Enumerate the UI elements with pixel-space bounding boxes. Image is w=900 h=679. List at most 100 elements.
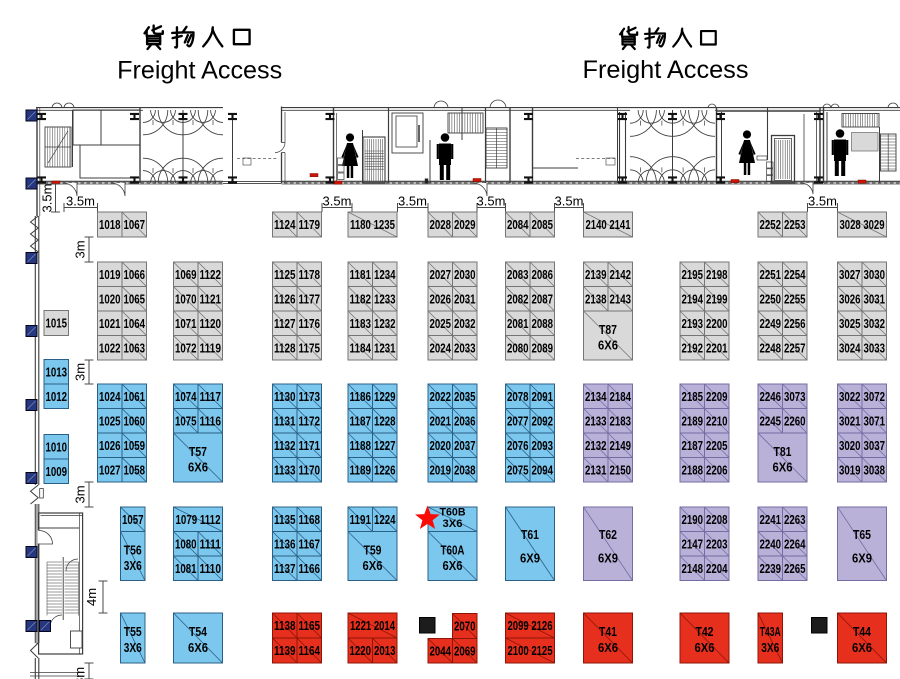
svg-text:3030: 3030 bbox=[864, 267, 886, 282]
svg-text:2187: 2187 bbox=[682, 438, 704, 453]
svg-text:2081: 2081 bbox=[507, 316, 529, 331]
svg-text:1234: 1234 bbox=[374, 267, 396, 282]
svg-text:T87: T87 bbox=[599, 323, 617, 337]
svg-text:1173: 1173 bbox=[299, 389, 321, 404]
svg-text:3072: 3072 bbox=[864, 389, 886, 404]
svg-text:1058: 1058 bbox=[124, 462, 146, 477]
svg-text:2139: 2139 bbox=[585, 267, 607, 282]
svg-text:3032: 3032 bbox=[864, 316, 886, 331]
svg-text:2089: 2089 bbox=[532, 340, 554, 355]
svg-text:2150: 2150 bbox=[610, 462, 632, 477]
svg-text:1060: 1060 bbox=[124, 413, 146, 428]
svg-text:1167: 1167 bbox=[299, 536, 321, 551]
svg-text:1137: 1137 bbox=[274, 561, 296, 576]
svg-text:2264: 2264 bbox=[784, 536, 806, 551]
svg-text:1117: 1117 bbox=[200, 389, 222, 404]
svg-text:1224: 1224 bbox=[374, 512, 396, 527]
svg-text:2246: 2246 bbox=[760, 389, 782, 404]
svg-text:3019: 3019 bbox=[839, 462, 861, 477]
svg-text:1075: 1075 bbox=[175, 413, 197, 428]
svg-text:1119: 1119 bbox=[200, 340, 222, 355]
svg-text:T59: T59 bbox=[364, 543, 382, 557]
svg-text:1121: 1121 bbox=[200, 291, 222, 306]
svg-text:1183: 1183 bbox=[350, 316, 372, 331]
svg-text:2025: 2025 bbox=[430, 316, 452, 331]
svg-text:1080: 1080 bbox=[175, 536, 197, 551]
svg-text:1182: 1182 bbox=[350, 291, 372, 306]
svg-text:3071: 3071 bbox=[864, 413, 886, 428]
svg-text:3.5m: 3.5m bbox=[40, 184, 55, 213]
svg-text:6X6: 6X6 bbox=[598, 339, 618, 353]
svg-text:2256: 2256 bbox=[784, 316, 806, 331]
svg-text:3037: 3037 bbox=[864, 438, 886, 453]
svg-text:6X9: 6X9 bbox=[598, 552, 618, 566]
svg-text:6X6: 6X6 bbox=[852, 641, 872, 655]
svg-text:T56: T56 bbox=[124, 543, 142, 557]
svg-text:1018: 1018 bbox=[99, 217, 121, 232]
svg-text:1015: 1015 bbox=[46, 316, 68, 331]
svg-text:2253: 2253 bbox=[784, 217, 806, 232]
svg-text:1139: 1139 bbox=[274, 643, 296, 658]
svg-text:1177: 1177 bbox=[299, 291, 321, 306]
svg-text:1132: 1132 bbox=[274, 438, 296, 453]
svg-text:3.5m: 3.5m bbox=[808, 194, 837, 209]
svg-text:1069: 1069 bbox=[175, 267, 197, 282]
svg-text:2240: 2240 bbox=[760, 536, 782, 551]
svg-text:2077: 2077 bbox=[507, 413, 529, 428]
svg-text:2206: 2206 bbox=[706, 462, 728, 477]
svg-text:1120: 1120 bbox=[200, 316, 222, 331]
svg-text:1227: 1227 bbox=[374, 438, 396, 453]
svg-text:2210: 2210 bbox=[706, 413, 728, 428]
svg-text:2193: 2193 bbox=[682, 316, 704, 331]
svg-text:1168: 1168 bbox=[299, 512, 321, 527]
svg-text:T60A: T60A bbox=[441, 543, 465, 557]
svg-text:2032: 2032 bbox=[454, 316, 476, 331]
svg-text:6X6: 6X6 bbox=[443, 559, 463, 573]
svg-text:2028: 2028 bbox=[430, 217, 452, 232]
svg-text:2239: 2239 bbox=[760, 561, 782, 576]
svg-text:1059: 1059 bbox=[124, 438, 146, 453]
svg-text:T60B: T60B bbox=[440, 507, 466, 519]
svg-text:2037: 2037 bbox=[454, 438, 476, 453]
svg-text:1081: 1081 bbox=[175, 561, 197, 576]
svg-text:2263: 2263 bbox=[784, 512, 806, 527]
svg-text:1063: 1063 bbox=[124, 340, 146, 355]
svg-text:2044: 2044 bbox=[430, 643, 452, 658]
svg-text:2203: 2203 bbox=[706, 536, 728, 551]
svg-text:2195: 2195 bbox=[682, 267, 704, 282]
svg-text:1131: 1131 bbox=[274, 413, 296, 428]
svg-text:2020: 2020 bbox=[430, 438, 452, 453]
svg-text:2099 2126: 2099 2126 bbox=[508, 618, 553, 633]
svg-text:1133: 1133 bbox=[274, 462, 296, 477]
svg-text:2255: 2255 bbox=[784, 291, 806, 306]
svg-text:2083: 2083 bbox=[507, 267, 529, 282]
svg-text:2031: 2031 bbox=[454, 291, 476, 306]
svg-text:1171: 1171 bbox=[299, 438, 321, 453]
svg-text:2085: 2085 bbox=[532, 217, 554, 232]
svg-text:1074: 1074 bbox=[175, 389, 197, 404]
svg-text:2133: 2133 bbox=[585, 413, 607, 428]
svg-text:1067: 1067 bbox=[124, 217, 146, 232]
svg-text:2252: 2252 bbox=[760, 217, 782, 232]
svg-text:2201: 2201 bbox=[706, 340, 728, 355]
svg-text:3038: 3038 bbox=[864, 462, 886, 477]
svg-text:2208: 2208 bbox=[706, 512, 728, 527]
svg-text:3m: 3m bbox=[72, 667, 87, 679]
svg-text:1191: 1191 bbox=[350, 512, 372, 527]
svg-text:3.5m: 3.5m bbox=[323, 194, 352, 209]
svg-text:1221 2014: 1221 2014 bbox=[350, 618, 396, 633]
svg-text:2148: 2148 bbox=[682, 561, 704, 576]
svg-text:2251: 2251 bbox=[760, 267, 782, 282]
svg-text:2184: 2184 bbox=[610, 389, 632, 404]
svg-text:3.5m: 3.5m bbox=[555, 194, 584, 209]
svg-text:1127: 1127 bbox=[274, 316, 296, 331]
svg-text:2260: 2260 bbox=[784, 413, 806, 428]
svg-text:2254: 2254 bbox=[784, 267, 806, 282]
svg-text:1226: 1226 bbox=[374, 462, 396, 477]
svg-text:1010: 1010 bbox=[46, 439, 68, 454]
svg-text:1187: 1187 bbox=[350, 413, 372, 428]
svg-text:2027: 2027 bbox=[430, 267, 452, 282]
svg-text:2094: 2094 bbox=[532, 462, 554, 477]
svg-text:2190: 2190 bbox=[682, 512, 704, 527]
svg-text:2147: 2147 bbox=[682, 536, 704, 551]
